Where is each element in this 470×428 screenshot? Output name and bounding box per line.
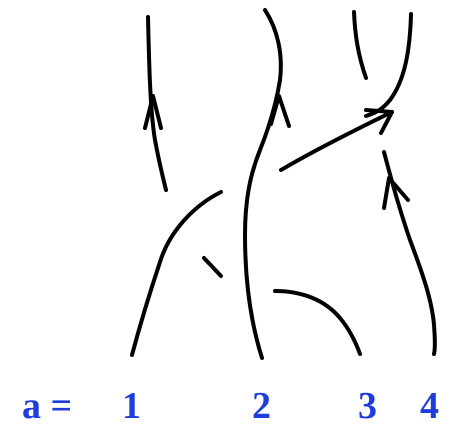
strand-2 — [243, 8, 291, 360]
strand-1-upper — [143, 15, 168, 192]
strand-4-top — [364, 12, 413, 118]
strand-4-lower — [382, 150, 437, 356]
equation-prefix: a = — [22, 385, 73, 427]
arrowhead-right-icon — [364, 108, 394, 135]
arrowhead-up-icon — [382, 176, 410, 210]
arrowhead-up-icon — [143, 94, 163, 130]
strand-label-1: 1 — [122, 385, 141, 427]
strand-3-lower — [273, 289, 362, 356]
strand-label-2: 2 — [252, 385, 271, 427]
strand-label-3: 3 — [358, 385, 377, 427]
strand-3-top — [352, 10, 368, 80]
strand-label-4: 4 — [420, 385, 439, 427]
strand-1-lower — [130, 190, 223, 357]
crossing-gap-segment — [202, 256, 223, 278]
arrowhead-up-icon — [269, 94, 291, 128]
strand-diagonal — [279, 108, 394, 172]
